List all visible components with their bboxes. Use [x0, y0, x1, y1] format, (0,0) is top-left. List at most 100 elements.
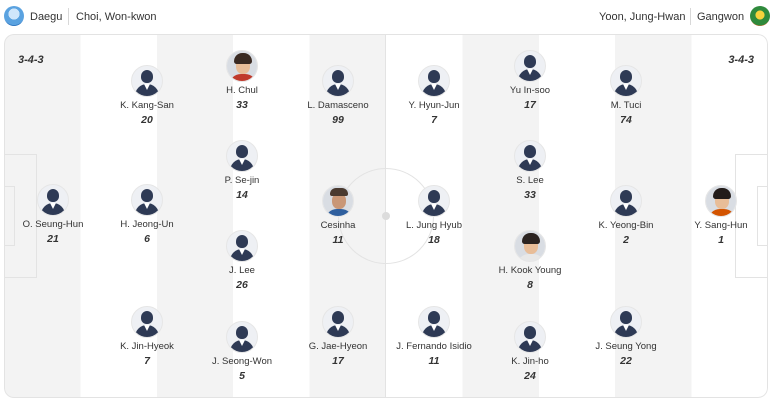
- player-avatar-placeholder-icon: [514, 50, 546, 82]
- player-card[interactable]: H. Chul 33: [187, 50, 297, 111]
- player-card[interactable]: K. Yeong-Bin 2: [571, 185, 681, 246]
- player-number: 7: [144, 355, 150, 367]
- player-number: 26: [236, 279, 248, 291]
- player-number: 99: [332, 114, 344, 126]
- player-card[interactable]: Yu In-soo 17: [475, 50, 585, 111]
- player-name: S. Lee: [516, 175, 544, 186]
- player-card[interactable]: J. Seong-Won 5: [187, 321, 297, 382]
- player-avatar-placeholder-icon: [514, 140, 546, 172]
- player-avatar-placeholder-icon: [226, 140, 258, 172]
- player-name: Y. Hyun-Jun: [408, 100, 460, 111]
- right-penalty-box: [735, 154, 768, 278]
- player-card[interactable]: Y. Hyun-Jun 7: [379, 65, 489, 126]
- player-card[interactable]: K. Kang-San 20: [92, 65, 202, 126]
- left-penalty-box: [4, 154, 37, 278]
- player-avatar-placeholder-icon: [418, 306, 450, 338]
- player-name: K. Jin-ho: [511, 356, 549, 367]
- player-photo: [514, 230, 546, 262]
- player-card[interactable]: K. Jin-Hyeok 7: [92, 306, 202, 367]
- match-lineup-header: Daegu Choi, Won-kwon Yoon, Jung-Hwan Gan…: [0, 0, 772, 34]
- player-number: 21: [47, 233, 59, 245]
- player-number: 1: [718, 234, 724, 246]
- away-coach-name: Yoon, Jung-Hwan: [599, 11, 686, 23]
- player-photo: [322, 185, 354, 217]
- player-card[interactable]: S. Lee 33: [475, 140, 585, 201]
- home-formation: 3-4-3: [18, 54, 44, 66]
- player-photo: [705, 185, 737, 217]
- player-number: 24: [524, 370, 536, 382]
- player-name: J. Fernando Isidio: [396, 341, 472, 352]
- player-card[interactable]: J. Seung Yong 22: [571, 306, 681, 367]
- player-number: 22: [620, 355, 632, 367]
- player-avatar-placeholder-icon: [131, 306, 163, 338]
- left-goal-area: [4, 186, 15, 246]
- player-avatar-placeholder-icon: [514, 321, 546, 353]
- header-divider: [690, 8, 691, 25]
- player-number: 74: [620, 114, 632, 126]
- home-coach-name: Choi, Won-kwon: [76, 11, 157, 23]
- player-card[interactable]: O. Seung-Hun 21: [4, 184, 108, 245]
- player-card[interactable]: J. Fernando Isidio 11: [379, 306, 489, 367]
- player-card[interactable]: G. Jae-Hyeon 17: [283, 306, 393, 367]
- player-number: 33: [524, 189, 536, 201]
- player-number: 18: [428, 234, 440, 246]
- player-card[interactable]: M. Tuci 74: [571, 65, 681, 126]
- player-number: 14: [236, 189, 248, 201]
- player-name: H. Jeong-Un: [120, 219, 174, 230]
- away-team-name[interactable]: Gangwon: [697, 11, 745, 23]
- player-number: 11: [332, 234, 344, 246]
- player-avatar-placeholder-icon: [131, 65, 163, 97]
- header-divider: [68, 8, 69, 25]
- player-card[interactable]: Y. Sang-Hun 1: [666, 185, 768, 246]
- player-number: 17: [332, 355, 344, 367]
- gangwon-fc-logo-icon[interactable]: [750, 6, 770, 26]
- player-number: 11: [428, 355, 440, 367]
- player-number: 5: [239, 370, 245, 382]
- pitch-border: [4, 34, 768, 398]
- player-name: O. Seung-Hun: [22, 219, 84, 230]
- player-card[interactable]: K. Jin-ho 24: [475, 321, 585, 382]
- player-name: P. Se-jin: [224, 175, 260, 186]
- player-name: H. Chul: [226, 85, 258, 96]
- player-number: 7: [431, 114, 437, 126]
- player-number: 17: [524, 99, 536, 111]
- player-card[interactable]: L. Damasceno 99: [283, 65, 393, 126]
- player-avatar-placeholder-icon: [610, 65, 642, 97]
- player-card[interactable]: J. Lee 26: [187, 230, 297, 291]
- pitch: 3-4-3 3-4-3 O. Seung-Hun 21 K. Kang-San …: [4, 34, 768, 398]
- player-name: K. Yeong-Bin: [598, 220, 654, 231]
- player-avatar-placeholder-icon: [610, 306, 642, 338]
- player-avatar-placeholder-icon: [418, 185, 450, 217]
- player-card[interactable]: H. Kook Young 8: [475, 230, 585, 291]
- player-name: Yu In-soo: [509, 85, 551, 96]
- player-avatar-placeholder-icon: [37, 184, 69, 216]
- player-card[interactable]: H. Jeong-Un 6: [92, 184, 202, 245]
- player-name: J. Seung Yong: [595, 341, 657, 352]
- player-card[interactable]: L. Jung Hyub 18: [379, 185, 489, 246]
- player-avatar-placeholder-icon: [131, 184, 163, 216]
- player-name: M. Tuci: [610, 100, 642, 111]
- player-name: K. Jin-Hyeok: [120, 341, 174, 352]
- player-name: Cesinha: [320, 220, 356, 231]
- daegu-fc-logo-icon[interactable]: [4, 6, 24, 26]
- player-avatar-placeholder-icon: [226, 230, 258, 262]
- player-name: Y. Sang-Hun: [694, 220, 748, 231]
- player-number: 8: [527, 279, 533, 291]
- player-name: L. Jung Hyub: [406, 220, 462, 231]
- center-spot: [382, 212, 390, 220]
- player-name: K. Kang-San: [120, 100, 174, 111]
- player-avatar-placeholder-icon: [322, 306, 354, 338]
- player-card[interactable]: Cesinha 11: [283, 185, 393, 246]
- player-avatar-placeholder-icon: [226, 321, 258, 353]
- player-photo: [226, 50, 258, 82]
- player-avatar-placeholder-icon: [322, 65, 354, 97]
- player-number: 2: [623, 234, 629, 246]
- player-avatar-placeholder-icon: [418, 65, 450, 97]
- player-number: 33: [236, 99, 248, 111]
- player-name: L. Damasceno: [307, 100, 369, 111]
- home-team-name[interactable]: Daegu: [30, 11, 63, 23]
- player-card[interactable]: P. Se-jin 14: [187, 140, 297, 201]
- away-formation: 3-4-3: [728, 54, 754, 66]
- player-name: H. Kook Young: [498, 265, 562, 276]
- player-number: 6: [144, 233, 150, 245]
